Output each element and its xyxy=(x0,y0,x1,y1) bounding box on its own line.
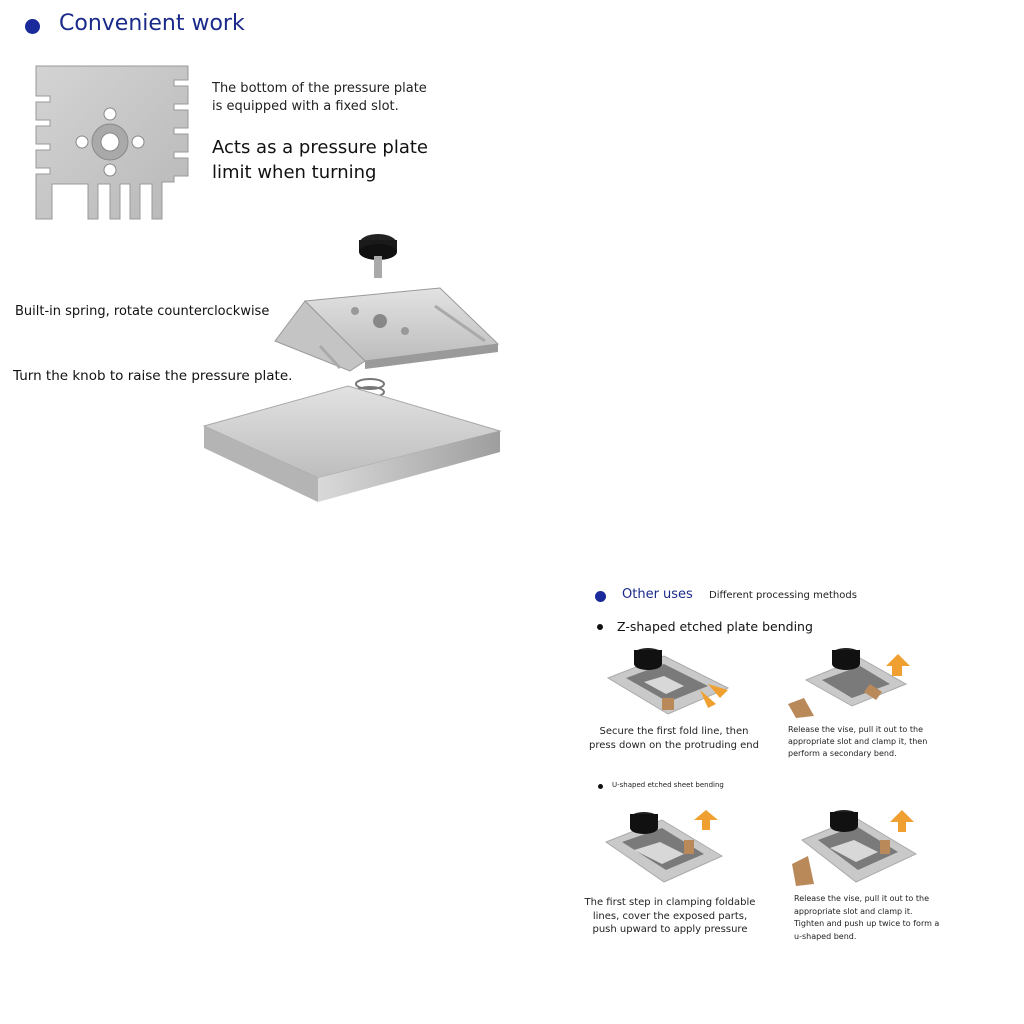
u-cap2-line4: u-shaped bend. xyxy=(794,931,857,941)
u-cap2-line1: Release the vise, pull it out to the xyxy=(794,894,929,903)
z-step-1-caption: Secure the first fold line, then press d… xyxy=(584,725,764,753)
u-cap2-line3: Tighten and push up twice to form a xyxy=(794,919,940,928)
z-cap2-line2: appropriate slot and clamp it, then xyxy=(788,737,928,746)
u-cap2-line2: appropriate slot and clamp it. xyxy=(794,906,913,916)
u-shaped-title: U-shaped etched sheet bending xyxy=(612,781,724,789)
u-step-1-caption: The first step in clamping foldable line… xyxy=(580,896,760,937)
z-cap1-line2: press down on the protruding end xyxy=(589,740,759,751)
spring-label: Built-in spring, rotate counterclockwise xyxy=(15,304,270,319)
page-title: Convenient work xyxy=(59,11,245,36)
limit-line-1: Acts as a pressure plate xyxy=(212,137,428,158)
other-uses-bullet-icon xyxy=(595,591,606,602)
limit-line-2: limit when turning xyxy=(212,162,377,183)
z-bullet-icon xyxy=(597,624,603,630)
pressure-plate-bottom-image xyxy=(32,64,192,222)
z-step-1-image xyxy=(604,642,734,718)
u-cap1-line2: lines, cover the exposed parts, xyxy=(592,910,748,922)
u-cap1-line1: The first step in clamping foldable xyxy=(584,897,756,908)
limit-description: Acts as a pressure plate limit when turn… xyxy=(212,135,428,185)
u-step-1-image xyxy=(604,806,726,886)
slot-line-2: is equipped with a fixed slot. xyxy=(212,99,399,114)
z-cap2-line3: perform a secondary bend. xyxy=(788,749,897,758)
exploded-tool-image xyxy=(200,226,505,508)
u-step-2-image xyxy=(790,804,920,888)
u-cap1-line3: push upward to apply pressure xyxy=(592,924,748,935)
heading-bullet-icon xyxy=(25,19,40,34)
slot-description: The bottom of the pressure plate is equi… xyxy=(212,80,427,116)
z-step-2-caption: Release the vise, pull it out to the app… xyxy=(788,724,948,760)
slot-line-1: The bottom of the pressure plate xyxy=(212,81,427,96)
z-cap2-line1: Release the vise, pull it out to the xyxy=(788,725,923,734)
u-bullet-icon xyxy=(598,784,603,789)
z-step-2-image xyxy=(786,644,916,720)
u-step-2-caption: Release the vise, pull it out to the app… xyxy=(794,893,954,943)
z-shaped-title: Z-shaped etched plate bending xyxy=(617,619,813,634)
other-uses-subheading: Different processing methods xyxy=(709,590,857,601)
knob-label: Turn the knob to raise the pressure plat… xyxy=(13,368,293,384)
z-cap1-line1: Secure the first fold line, then xyxy=(599,726,749,737)
other-uses-heading: Other uses xyxy=(622,587,693,602)
